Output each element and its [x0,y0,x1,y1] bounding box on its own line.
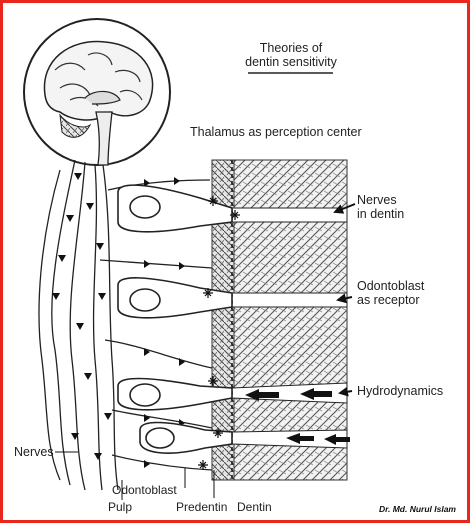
cell-1 [117,184,233,233]
label-nerves: Nerves [14,445,54,459]
label-hydrodynamics: Hydrodynamics [357,384,443,398]
hydrodynamic-arrows [245,388,350,445]
nerve-endings [198,196,240,470]
label-nerves-in-dentin-1: Nerves [357,193,397,207]
credit: Dr. Md. Nurul Islam [379,504,456,514]
label-odontoblast-receptor-2: as receptor [357,293,420,307]
label-odontoblast: Odontoblast [112,483,177,497]
brain-illustration [23,18,171,166]
cell-4 [139,421,233,454]
nerve-bundle [38,159,213,491]
label-predentin: Predentin [176,500,227,514]
label-thalamus: Thalamus as perception center [190,125,362,139]
label-nerves-in-dentin-2: in dentin [357,207,404,221]
label-pulp: Pulp [108,500,132,514]
title-line-1: Theories of [260,41,323,55]
cell-2 [117,277,233,319]
title-line-2: dentin sensitivity [245,55,337,69]
label-dentin: Dentin [237,500,272,514]
cell-3 [117,377,233,411]
pointer-arrows [55,203,356,500]
odontoblast-cells [117,184,233,454]
label-odontoblast-receptor-1: Odontoblast [357,279,425,293]
